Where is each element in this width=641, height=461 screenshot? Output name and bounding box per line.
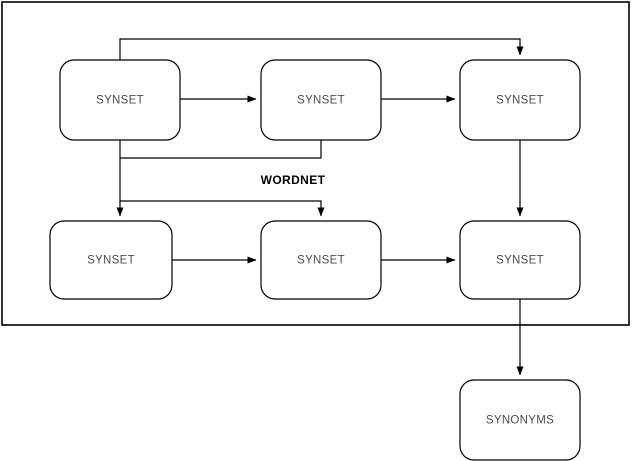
node-label-synset-bottom-left: SYNSET (87, 255, 135, 267)
node-label-synset-top-middle: SYNSET (297, 95, 345, 107)
edges-layer (116, 38, 524, 376)
node-label-synonyms: SYNONYMS (486, 415, 554, 427)
node-label-synset-bottom-right: SYNSET (496, 255, 544, 267)
node-shape-synset-top-left[interactable] (59, 59, 181, 141)
edge-top-middle-to-bottom-left (120, 140, 322, 159)
node-synonyms[interactable]: SYNONYMS (459, 379, 581, 461)
group-label-wordnet-group: WORDNET (261, 173, 326, 187)
node-shape-synonyms[interactable] (459, 379, 581, 461)
node-label-synset-top-right: SYNSET (496, 95, 544, 107)
node-shape-synset-top-middle[interactable] (260, 59, 382, 141)
node-synset-bottom-middle[interactable]: SYNSET (260, 220, 382, 300)
node-synset-bottom-right[interactable]: SYNSET (459, 220, 581, 300)
groups-layer (1, 1, 630, 326)
node-shape-synset-bottom-left[interactable] (49, 220, 173, 300)
group-container-wordnet-group (1, 1, 630, 326)
node-shape-synset-top-right[interactable] (459, 59, 581, 141)
node-synset-bottom-left[interactable]: SYNSET (49, 220, 173, 300)
node-shape-synset-bottom-right[interactable] (459, 220, 581, 300)
node-synset-top-middle[interactable]: SYNSET (260, 59, 382, 141)
group-labels-layer: WORDNET (261, 173, 326, 187)
edge-top-left-to-bottom-middle (120, 200, 325, 217)
edge-top-left-to-top-right-loop (119, 38, 524, 60)
node-shape-synset-bottom-middle[interactable] (260, 220, 382, 300)
nodes-layer: SYNSET SYNSET SYNSET SYNSET SYNSET SYNSET SYNO… (49, 59, 581, 461)
node-label-synset-top-left: SYNSET (96, 95, 144, 107)
node-synset-top-left[interactable]: SYNSET (59, 59, 181, 141)
node-synset-top-right[interactable]: SYNSET (459, 59, 581, 141)
node-label-synset-bottom-middle: SYNSET (297, 255, 345, 267)
